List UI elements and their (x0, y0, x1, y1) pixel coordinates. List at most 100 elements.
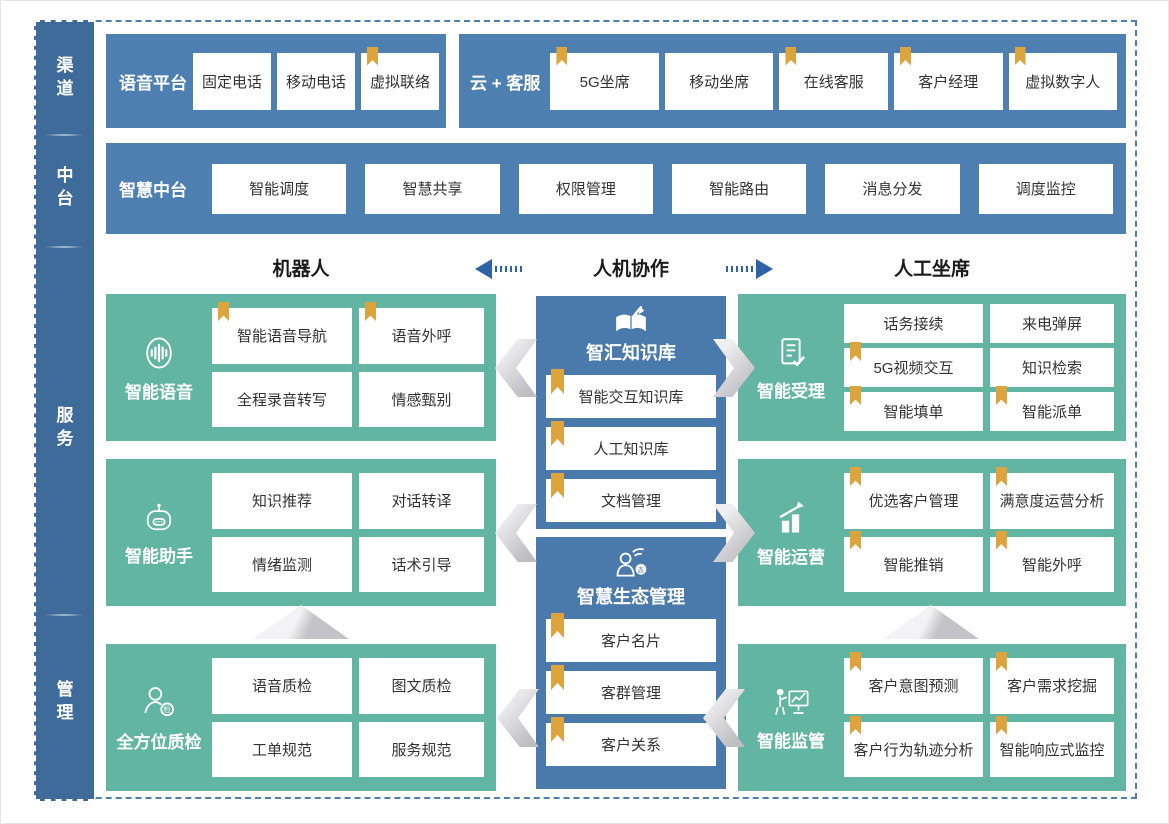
feature-chip: 智能外呼 (989, 530, 1114, 592)
feature-chip: 知识检索 (989, 348, 1114, 387)
chart-growth-icon (771, 498, 811, 538)
feature-chip: 话务接续 (844, 304, 983, 343)
chip-message-distribution: 消息分发 (825, 163, 960, 214)
chip-label: 客户经理 (918, 73, 979, 91)
knowledge-item: 智能交互知识库 (546, 369, 716, 418)
feature-chip: 情感甄别 (359, 371, 484, 427)
middle-platform-title: 智慧中台 (119, 181, 187, 200)
feature-chip: 来电弹屏 (989, 304, 1114, 343)
bookmark-icon (850, 386, 861, 405)
module-title: 智慧生态管理 (577, 587, 685, 607)
feature-chip: 工单规范 (212, 721, 352, 777)
feature-chip: 智能响应式监控 (989, 715, 1114, 777)
chip-mobile-seat: 移动坐席 (664, 52, 774, 110)
chip-label: 智能路由 (709, 181, 770, 198)
module-smart-voice: 智能语音 智能语音导航 语音外呼 全程录音转写 情感甄别 (106, 294, 496, 441)
chip-label: 固定电话 (201, 73, 262, 91)
feature-label: 话务接续 (883, 316, 944, 333)
chip-smart-sharing: 智慧共享 (365, 163, 500, 214)
section-title-robot: 机器人 (272, 259, 330, 280)
bookmark-icon (556, 46, 568, 66)
feature-label: 客户意图预测 (868, 678, 959, 696)
feature-label: 智能响应式监控 (999, 741, 1105, 759)
feature-chip: 服务规范 (359, 721, 484, 777)
feature-label: 知识推荐 (251, 493, 312, 511)
bookmark-icon (995, 652, 1007, 671)
flow-arrow-right-icon (723, 259, 773, 279)
feature-chip: 情绪监测 (212, 536, 352, 592)
feature-chip: 智能推销 (844, 530, 983, 592)
voice-wave-icon (139, 333, 179, 373)
knowledge-item: 人工知识库 (546, 421, 716, 470)
feature-chip: 优选客户管理 (844, 467, 983, 529)
sidebar-divider (43, 246, 85, 248)
voice-platform-panel: 语音平台 固定电话 移动电话 虚拟联络 (106, 34, 446, 128)
presentation-monitor-icon (771, 684, 811, 722)
chip-label: 虚拟联络 (369, 73, 430, 91)
layer-label-midplatform: 中台 (36, 164, 94, 210)
bookmark-icon (551, 421, 564, 446)
chip-mobile-phone: 移动电话 (277, 52, 355, 110)
module-smart-acceptance: 智能受理 话务接续 来电弹屏 5G视频交互 知识检索 智能填单 智能派单 (738, 294, 1126, 441)
bookmark-icon (850, 652, 861, 671)
bookmark-icon (551, 665, 564, 690)
feature-label: 全程录音转写 (236, 391, 327, 409)
chip-virtual-contact: 虚拟联络 (361, 46, 439, 110)
layer-label-text: 渠道 (56, 56, 74, 98)
knowledge-item-label: 文档管理 (600, 493, 661, 510)
sidebar-divider (43, 614, 85, 616)
chip-smart-dispatch: 智能调度 (212, 163, 347, 214)
chip-online-service: 在线客服 (779, 46, 888, 110)
feature-label: 智能外呼 (1021, 556, 1082, 574)
bookmark-icon (551, 369, 564, 394)
module-title: 智能受理 (757, 381, 825, 401)
bookmark-icon (785, 46, 797, 66)
sidebar-divider (43, 134, 85, 136)
feature-chip: 全程录音转写 (212, 371, 352, 427)
feature-label: 图文质检 (391, 678, 452, 696)
document-check-icon (772, 334, 810, 372)
module-title: 智能语音 (125, 382, 193, 402)
flow-arrow-left-icon (475, 259, 525, 279)
module-title: 全方位质检 (116, 732, 202, 752)
book-pen-icon (611, 304, 651, 337)
bookmark-icon (551, 613, 564, 638)
inspector-badge-icon: 检 (139, 683, 179, 723)
feature-chip: 客户意图预测 (844, 652, 983, 714)
feature-label: 5G视频交互 (873, 360, 954, 377)
knowledge-item: 客户关系 (546, 717, 716, 766)
feature-label: 客户行为轨迹分析 (853, 741, 974, 759)
layer-label-channel: 渠道 (36, 54, 94, 100)
feature-chip: 智能填单 (844, 386, 983, 431)
feature-chip: 满意度运营分析 (989, 467, 1114, 529)
bookmark-icon (551, 473, 564, 498)
knowledge-item-label: 客户名片 (600, 633, 661, 650)
layer-label-management: 管理 (36, 678, 94, 724)
module-title: 智能运营 (757, 547, 825, 567)
layer-label-service: 服务 (36, 404, 94, 450)
chip-permission-management: 权限管理 (518, 163, 653, 214)
feature-label: 服务规范 (391, 741, 452, 759)
feature-chip: 智能语音导航 (212, 302, 352, 364)
person-network-icon: 态 (611, 545, 651, 581)
feature-label: 来电弹屏 (1021, 316, 1082, 333)
feature-label: 话术引导 (391, 556, 452, 574)
chip-label: 智能调度 (249, 181, 310, 198)
feature-chip: 客户需求挖掘 (989, 652, 1114, 714)
feature-label: 智能填单 (883, 404, 944, 421)
chip-5g-seat: 5G坐席 (550, 46, 659, 110)
chip-label: 虚拟数字人 (1025, 73, 1101, 91)
layer-label-text: 管理 (56, 680, 74, 722)
bookmark-icon (850, 530, 861, 550)
feature-label: 工单规范 (251, 741, 312, 759)
feature-label: 情感甄别 (391, 391, 452, 409)
feature-chip: 智能派单 (989, 386, 1114, 431)
feature-label: 满意度运营分析 (999, 493, 1105, 511)
feature-label: 优选客户管理 (868, 493, 959, 511)
knowledge-item-label: 人工知识库 (593, 441, 669, 458)
chip-label: 移动坐席 (689, 73, 750, 91)
feature-label: 语音质检 (251, 678, 312, 696)
module-title: 智能监管 (757, 731, 825, 751)
section-title-agent: 人工坐席 (893, 259, 970, 280)
